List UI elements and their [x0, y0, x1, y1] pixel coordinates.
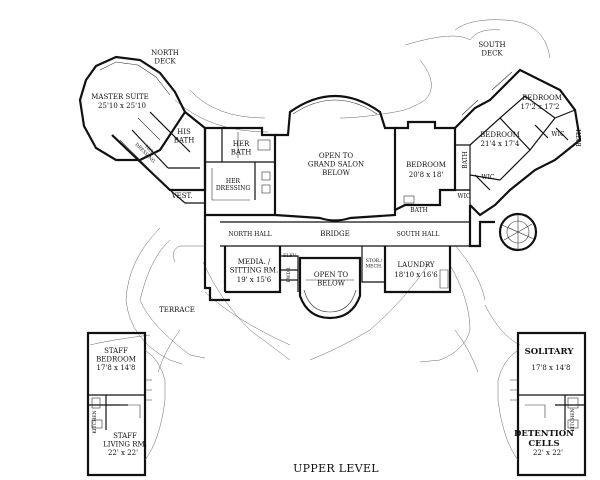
media-size: 19' x 15'6 — [237, 276, 272, 284]
open-below-label-line-2: BELOW — [317, 279, 346, 287]
bridge-label: BRIDGE — [320, 230, 350, 238]
laundry-size: 18'10 x 16'6 — [394, 271, 438, 279]
bedroom-far-label: BEDROOM — [522, 94, 562, 102]
staff-living-size: 22' x 22' — [108, 449, 138, 457]
media-label: MEDIA. /SITTING RM. — [230, 258, 278, 274]
vest-label: VEST. — [171, 192, 193, 200]
staff-bedroom-size: 17'8 x 14'8 — [97, 364, 136, 372]
solitary-size: 17'8 x 14'8 — [532, 364, 571, 372]
detention-label-line-2: CELLS — [528, 439, 559, 449]
level-title: UPPER LEVEL — [293, 462, 379, 475]
master-suite-label: MASTER SUITE — [91, 93, 149, 101]
wic-label-3: WIC — [551, 131, 565, 138]
wic-label-1: WIC — [481, 174, 495, 181]
south-deck-label-line-2: DECK — [481, 49, 503, 57]
his-bath-label-line-2: BATH — [174, 136, 195, 144]
elev-label: ELEV. — [283, 253, 297, 259]
detention-wing-walls — [497, 331, 587, 477]
grand-salon-label-line-2: GRAND SALON — [308, 160, 364, 168]
bedroom-far-size: 17'2 x 17'2 — [521, 103, 560, 111]
her-bath-label-line-2: BATH — [231, 148, 252, 156]
kitchen-label-right: KITCHEN — [570, 408, 576, 431]
site-lines — [89, 19, 551, 373]
bedroom-center-size: 20'8 x 18' — [409, 171, 444, 179]
staff-bedroom-label-line-2: BEDROOM — [96, 355, 136, 363]
bedroom-mid-size: 21'4 x 17'4 — [481, 140, 521, 148]
bath-label-2: BATH — [410, 207, 428, 214]
terrace-label: TERRACE — [159, 306, 195, 314]
solitary-label: SOLITARY — [525, 347, 575, 357]
bath-label-1: BATH — [462, 151, 469, 169]
bedroom-mid-label: BEDROOM — [480, 131, 520, 139]
staff-living-label-line-2: LIVING RM. — [103, 440, 147, 448]
hall-walls — [173, 205, 495, 320]
north-hall-label: NORTH HALL — [228, 231, 271, 238]
guest-wing-walls — [394, 68, 582, 252]
media-label-line-2: SITTING RM. — [230, 266, 278, 274]
bath-label-3: BATH — [576, 129, 583, 147]
staff-wing-walls — [86, 331, 166, 477]
laundry-label: LAUNDRY — [397, 261, 434, 269]
wic-label-2: WIC — [457, 193, 471, 200]
stor-mech-label-line-2: MECH. — [365, 264, 383, 270]
kitchen-label-left: KITCHEN — [92, 410, 98, 433]
grand-salon-label-line-3: BELOW — [322, 169, 351, 177]
master-suite-size: 25'10 x 25'10 — [98, 102, 146, 110]
north-deck-label-line-2: DECK — [154, 57, 176, 65]
detention-size: 22' x 22' — [533, 449, 563, 457]
her-dressing-label-line-2: DRESSING — [216, 185, 250, 192]
bedroom-center-label: BEDROOM — [406, 161, 446, 169]
pwdr-label: PWDR — [286, 267, 292, 282]
grand-salon-walls — [274, 95, 397, 222]
south-hall-label: SOUTH HALL — [397, 231, 440, 238]
stor-mech-label: STOR./MECH. — [365, 258, 383, 270]
